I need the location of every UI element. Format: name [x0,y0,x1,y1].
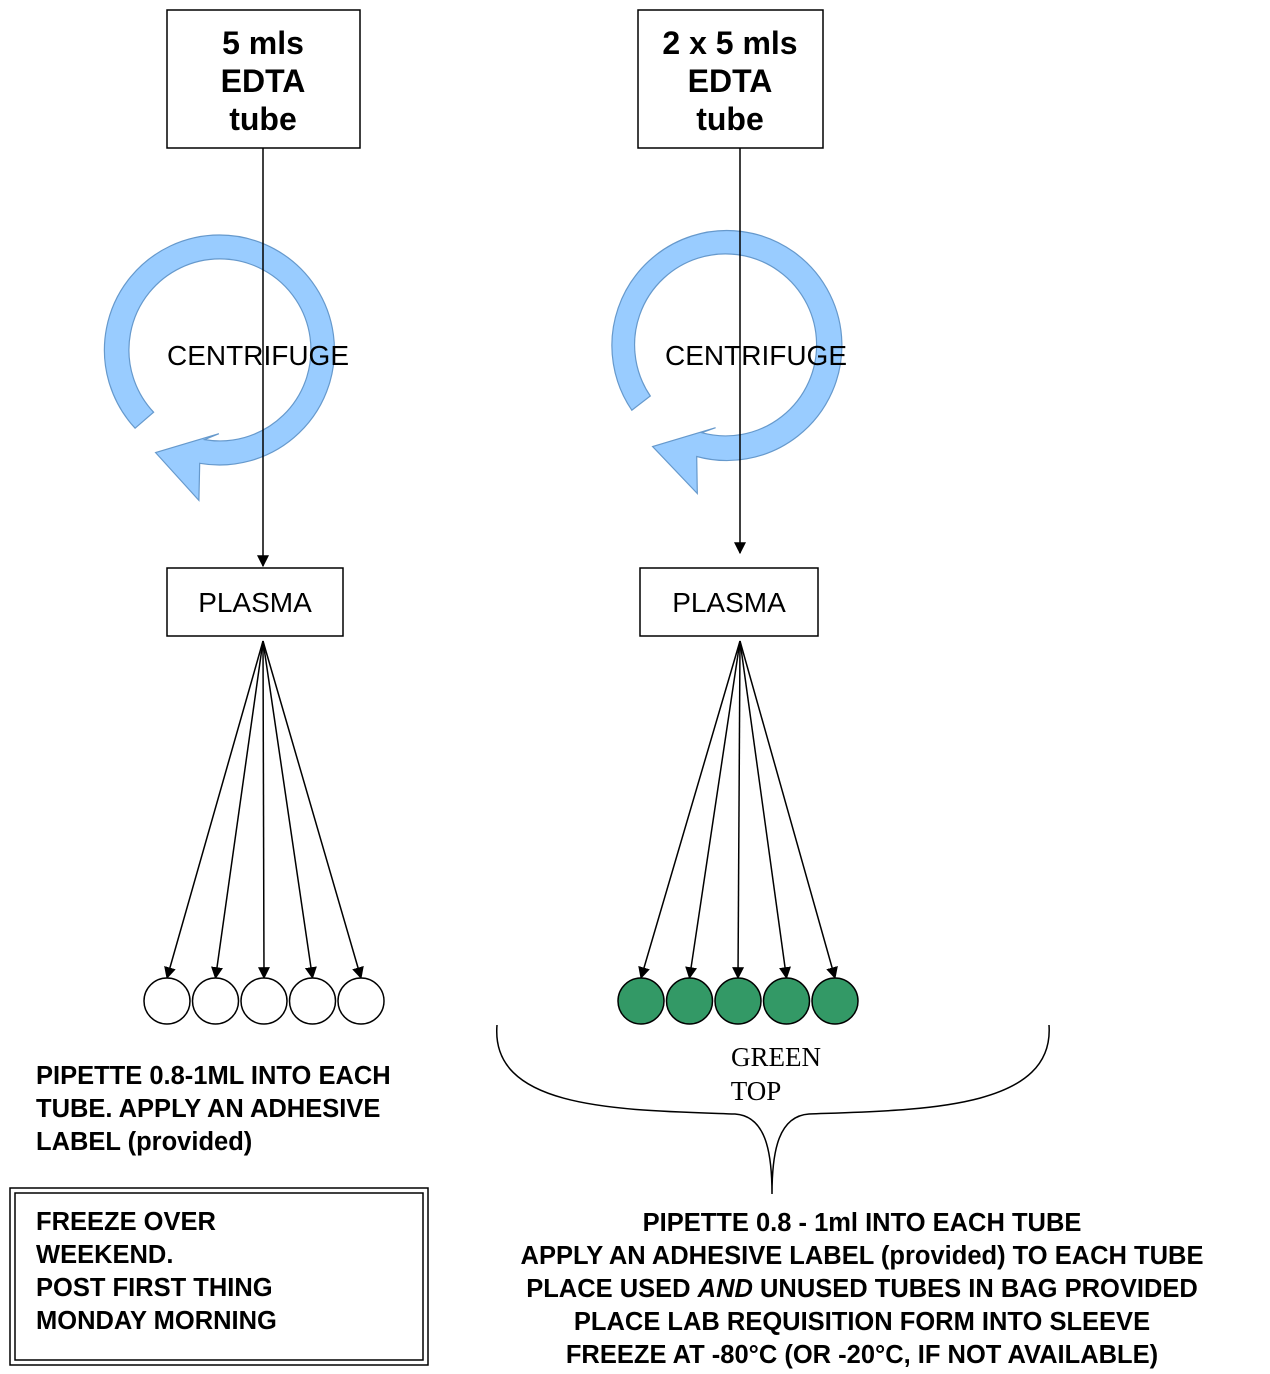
left-start-box-line-1: 5 mls [222,25,304,61]
left-tube-icon [288,977,337,1025]
note-line-1: FREEZE OVER [36,1208,216,1236]
right-instruction-line-3-after: UNUSED TUBES IN BAG PROVIDED [753,1275,1198,1303]
left-flow: 5 mls EDTA tube CENTRIFUGE PLASMA PIPETT… [9,9,429,1366]
green-top-label-line-2: TOP [731,1076,782,1106]
left-tube-icon [191,977,240,1025]
note-line-2: WEEKEND. [36,1241,173,1269]
left-pipette-arrow [211,640,264,980]
right-pipette-arrow [638,640,741,980]
left-instruction-line-3: LABEL (provided) [36,1128,252,1156]
right-start-box-line-3: tube [696,101,764,137]
right-instruction-line-5: FREEZE AT -80°C (OR -20°C, IF NOT AVAILA… [566,1341,1158,1369]
left-tube-icon [143,977,191,1025]
left-plasma-label: PLASMA [198,587,312,618]
right-pipette-arrow [739,640,791,980]
green-top-label-line-1: GREEN [731,1042,821,1072]
right-tube-icon [811,977,859,1025]
left-instruction-line-2: TUBE. APPLY AN ADHESIVE [36,1095,380,1123]
left-centrifuge-cycle-icon [103,234,335,502]
left-pipette-arrows [164,640,364,980]
right-tube-icon [714,977,762,1025]
left-tube-icon [337,977,385,1025]
note-box-inner [14,1192,424,1361]
left-centrifuge-label: CENTRIFUGE [167,340,349,371]
left-pipette-arrow [262,640,317,980]
right-tube-icon [617,977,665,1025]
note-box-outer [9,1187,429,1366]
left-start-box-line-2: EDTA [221,63,306,99]
right-plasma-box [639,567,819,637]
right-instruction-line-1: PIPETTE 0.8 - 1ml INTO EACH TUBE [643,1209,1082,1237]
right-pipette-arrows [638,640,838,980]
right-instruction-line-3: PLACE USED AND UNUSED TUBES IN BAG PROVI… [526,1275,1198,1303]
right-start-box-line-2: EDTA [688,63,773,99]
right-tube-icon [665,977,714,1025]
left-tube-icon [240,977,288,1025]
right-start-box [637,9,824,149]
left-start-box-line-3: tube [229,101,297,137]
right-instruction-line-3-italic: AND [697,1275,753,1303]
left-instruction-line-1: PIPETTE 0.8-1ML INTO EACH [36,1062,391,1090]
left-start-box [166,9,361,149]
right-tube-row [617,977,859,1025]
right-centrifuge-label: CENTRIFUGE [665,340,847,371]
left-pipette-arrow [257,640,270,980]
note-line-4: MONDAY MORNING [36,1307,277,1335]
note-line-3: POST FIRST THING [36,1274,273,1302]
left-pipette-arrow [262,640,364,980]
right-instruction-line-3-before: PLACE USED [526,1275,697,1303]
right-centrifuge-cycle-icon [611,229,843,496]
right-tube-icon [762,977,811,1025]
right-instruction-line-4: PLACE LAB REQUISITION FORM INTO SLEEVE [574,1308,1150,1336]
right-instruction-line-2: APPLY AN ADHESIVE LABEL (provided) TO EA… [521,1242,1204,1270]
right-pipette-arrow [732,640,745,980]
right-plasma-label: PLASMA [672,587,786,618]
right-pipette-arrow [739,640,838,980]
grouping-brace [496,1024,1050,1195]
right-pipette-arrow [685,640,741,980]
left-tube-row [143,977,385,1025]
left-plasma-box [166,567,344,637]
left-pipette-arrow [164,640,264,980]
right-flow: 2 x 5 mls EDTA tube CENTRIFUGE PLASMA GR… [496,9,1204,1369]
right-start-box-line-1: 2 x 5 mls [662,25,797,61]
